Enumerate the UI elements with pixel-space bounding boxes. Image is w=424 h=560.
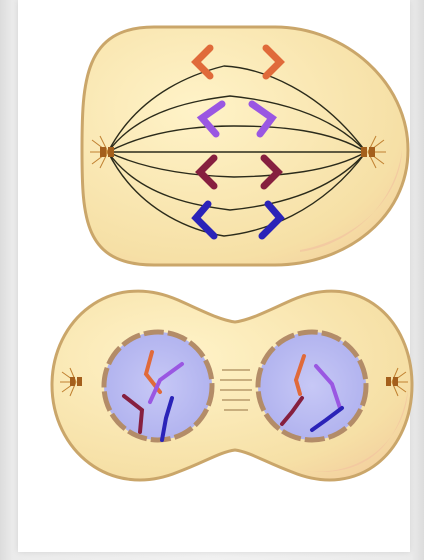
anaphase-cell xyxy=(82,27,408,265)
telophase-cell xyxy=(52,291,412,480)
anaphase-cell-membrane xyxy=(82,27,408,265)
left-daughter-nucleus xyxy=(104,332,212,440)
right-daughter-nucleus xyxy=(258,332,366,440)
